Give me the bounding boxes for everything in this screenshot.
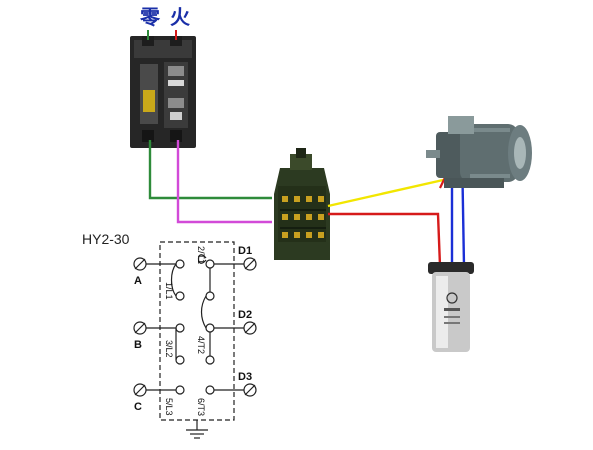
contact-4t2: 4/T2 — [196, 336, 206, 354]
terminal-d1: D1 — [238, 245, 252, 257]
terminal-a: A — [134, 275, 142, 287]
terminal-d2: D2 — [238, 309, 252, 321]
red-wire-1 — [328, 212, 442, 267]
live-wire — [176, 140, 272, 224]
neutral-wire — [148, 140, 272, 200]
terminal-b: B — [134, 339, 142, 351]
circuit-breaker — [130, 30, 196, 148]
capacitor — [428, 262, 474, 352]
model-label: HY2-30 — [82, 231, 130, 247]
live-label: 火 — [170, 5, 191, 29]
contact-6t3: 6/T3 — [196, 398, 206, 416]
contact-2t1: 2/T1 — [196, 246, 206, 264]
terminal-d3: D3 — [238, 371, 252, 383]
motor — [426, 116, 532, 188]
neutral-label: 零 — [139, 5, 161, 29]
terminal-c: C — [134, 401, 142, 413]
switch-schematic — [133, 241, 257, 439]
rotary-switch — [274, 148, 330, 260]
contact-1l1: 1/L1 — [164, 282, 174, 300]
contact-5l3: 5/L3 — [164, 398, 174, 416]
contact-3l2: 3/L2 — [164, 340, 174, 358]
yellow-wire — [327, 176, 453, 208]
